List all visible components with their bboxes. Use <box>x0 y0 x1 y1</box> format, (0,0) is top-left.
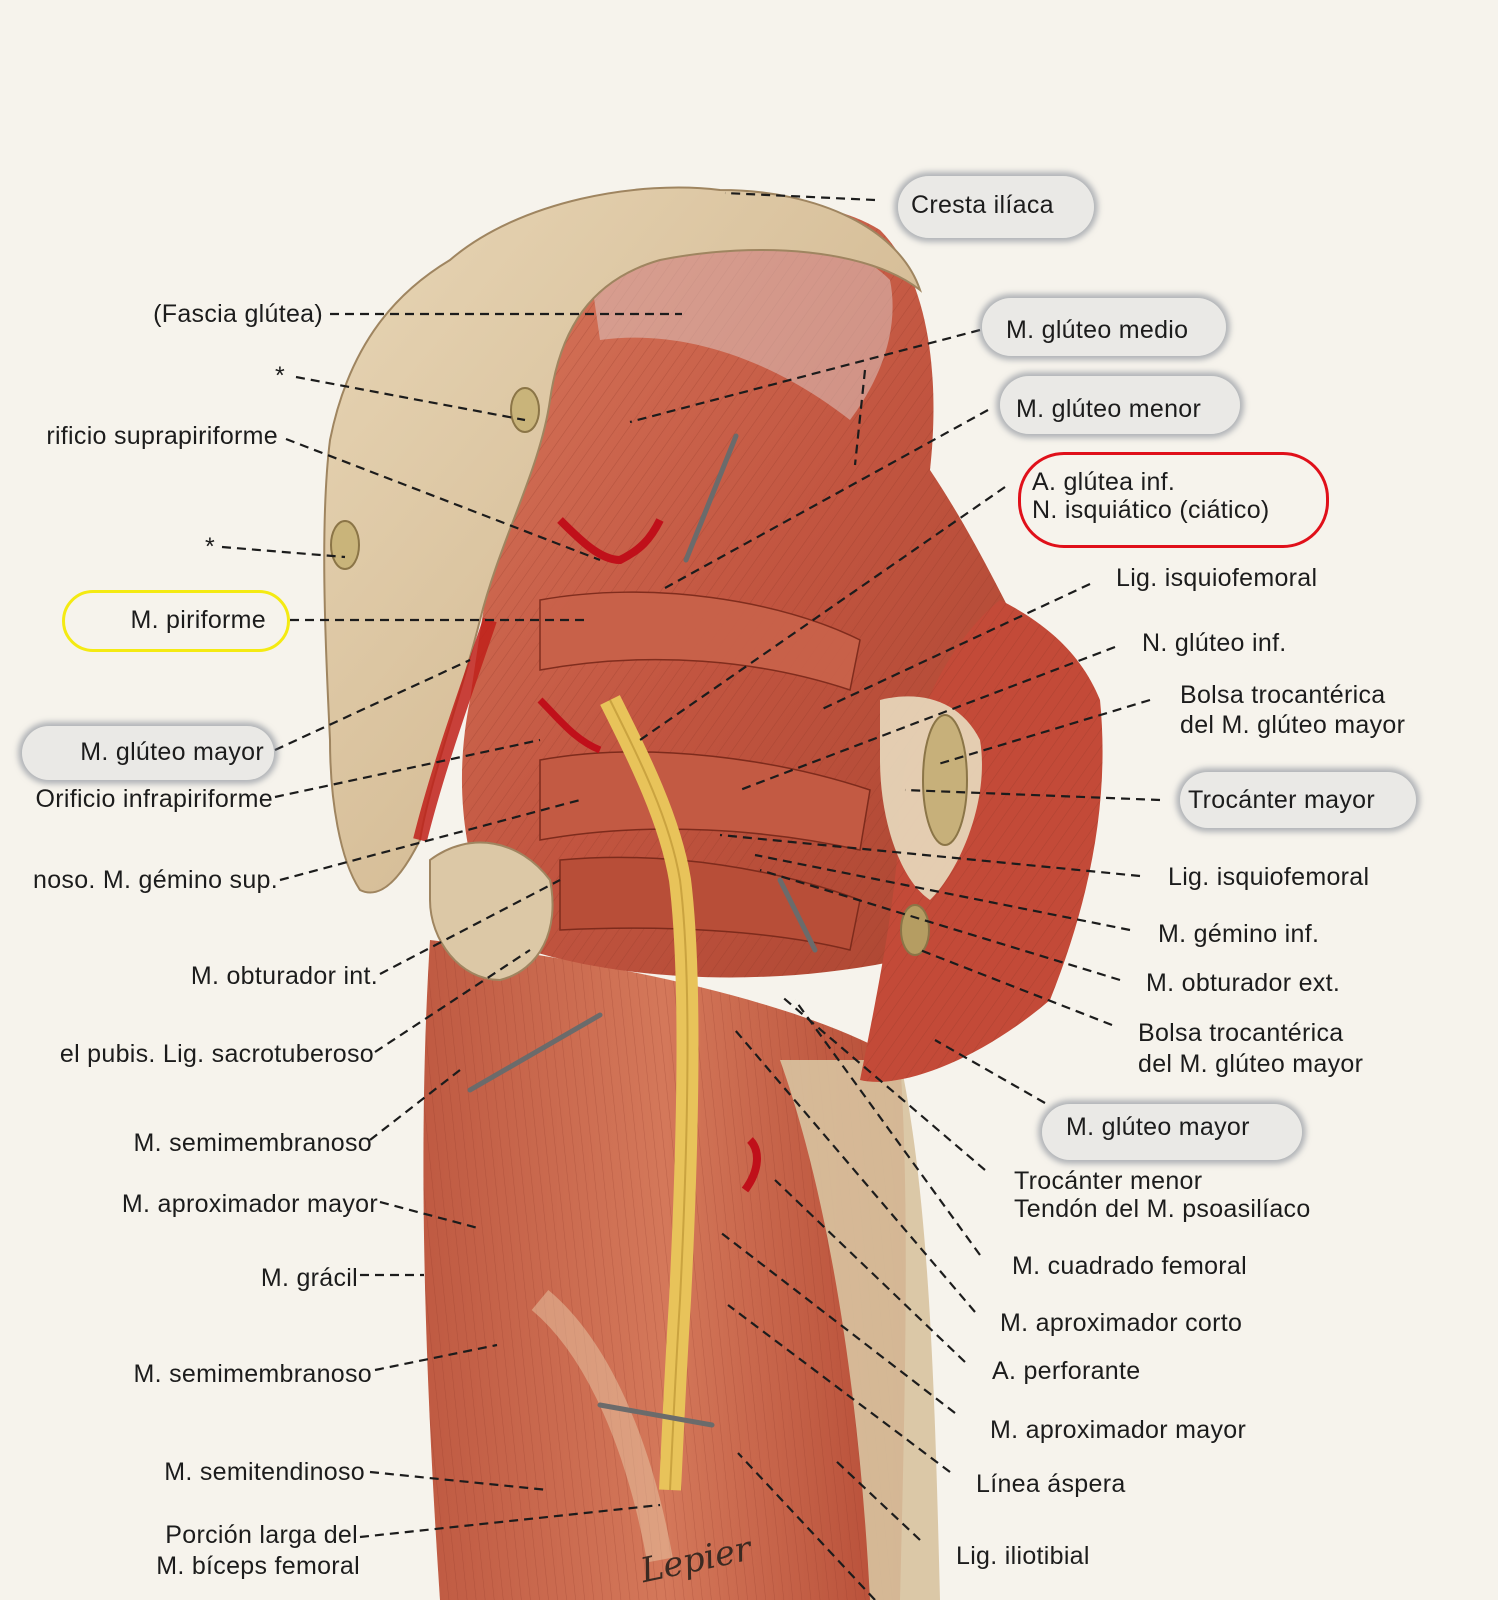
label-asterisk-2: * <box>205 533 216 561</box>
highlight-trocanter-mayor <box>1180 772 1416 828</box>
label-m-semimembranoso-1: M. semimembranoso <box>133 1129 372 1157</box>
highlight-gluteo-menor <box>1000 376 1240 434</box>
label-bolsa-troc-1b: del M. glúteo mayor <box>1180 711 1406 739</box>
label-m-aproximador-corto: M. aproximador corto <box>1000 1309 1243 1337</box>
label-lig-isquiofemoral-1: Lig. isquiofemoral <box>1116 564 1318 592</box>
label-gemino-sup: noso. M. gémino sup. <box>32 866 278 894</box>
label-m-gemino-inf: M. gémino inf. <box>1158 920 1320 948</box>
label-lig-sacrotuberoso: el pubis. Lig. sacrotuberoso <box>59 1040 374 1068</box>
label-n-isquiatico: N. isquiático (ciático) <box>1032 496 1270 524</box>
highlight-gluteo-medio <box>982 298 1226 356</box>
label-m-cuadrado-femoral: M. cuadrado femoral <box>1012 1252 1247 1280</box>
label-a-glutea-inf: A. glútea inf. <box>1032 468 1176 496</box>
gluteus-maximus-flap <box>860 600 1103 1082</box>
label-bolsa-troc-2b: del M. glúteo mayor <box>1138 1050 1364 1078</box>
label-lig-iliotibial: Lig. iliotibial <box>956 1542 1090 1570</box>
label-porcion-larga-2: M. bíceps femoral <box>156 1552 360 1580</box>
label-m-gluteo-medio: M. glúteo medio <box>1006 316 1189 344</box>
highlight-gluteo-mayor-right <box>1042 1104 1302 1160</box>
label-n-gluteo-inf: N. glúteo inf. <box>1142 629 1287 657</box>
label-fascia-glutea: (Fascia glútea) <box>153 300 323 328</box>
label-m-aproximador-mayor-left: M. aproximador mayor <box>121 1190 378 1218</box>
label-m-aproximador-mayor-right: M. aproximador mayor <box>990 1416 1247 1444</box>
leader-lines <box>221 191 1161 1600</box>
highlight-piriforme <box>62 590 290 652</box>
label-trocanter-menor: Trocánter menor <box>1014 1167 1203 1195</box>
label-m-obturador-ext: M. obturador ext. <box>1146 969 1341 997</box>
label-porcion-larga-1: Porción larga del <box>165 1521 358 1549</box>
label-cresta-iliaca: Cresta ilíaca <box>911 191 1054 219</box>
probes <box>467 433 818 1428</box>
highlight-cresta-iliaca <box>898 176 1094 238</box>
label-m-semimembranoso-2: M. semimembranoso <box>133 1360 372 1388</box>
label-asterisk-1: * <box>275 362 286 390</box>
label-a-perforante: A. perforante <box>992 1357 1141 1385</box>
label-m-gluteo-menor: M. glúteo menor <box>1016 395 1202 423</box>
label-linea-aspera: Línea áspera <box>976 1470 1126 1498</box>
ischial-tuberosity <box>429 841 554 982</box>
label-m-gluteo-mayor-right: M. glúteo mayor <box>1066 1113 1250 1141</box>
label-m-semitendinoso: M. semitendinoso <box>164 1458 365 1486</box>
label-m-gluteo-mayor-left: M. glúteo mayor <box>80 738 264 766</box>
label-orificio-infrapiriforme: Orificio infrapiriforme <box>35 785 273 813</box>
label-bolsa-troc-1a: Bolsa trocantérica <box>1180 681 1386 709</box>
label-m-obturador-int: M. obturador int. <box>190 962 378 990</box>
highlight-sciatic-nerve <box>1018 452 1329 548</box>
gluteal-fascia <box>323 186 923 894</box>
label-m-gracil: M. grácil <box>260 1264 358 1292</box>
label-bolsa-troc-2a: Bolsa trocantérica <box>1138 1019 1344 1047</box>
label-tendon-psoasiliaco: Tendón del M. psoasilíaco <box>1014 1195 1311 1223</box>
label-orificio-suprapiriforme: rificio suprapiriforme <box>46 422 278 450</box>
highlight-gluteo-mayor-left <box>22 726 274 780</box>
label-m-piriforme: M. piriforme <box>130 606 266 634</box>
label-lig-isquiofemoral-2: Lig. isquiofemoral <box>1168 863 1370 891</box>
label-trocanter-mayor: Trocánter mayor <box>1188 786 1375 814</box>
